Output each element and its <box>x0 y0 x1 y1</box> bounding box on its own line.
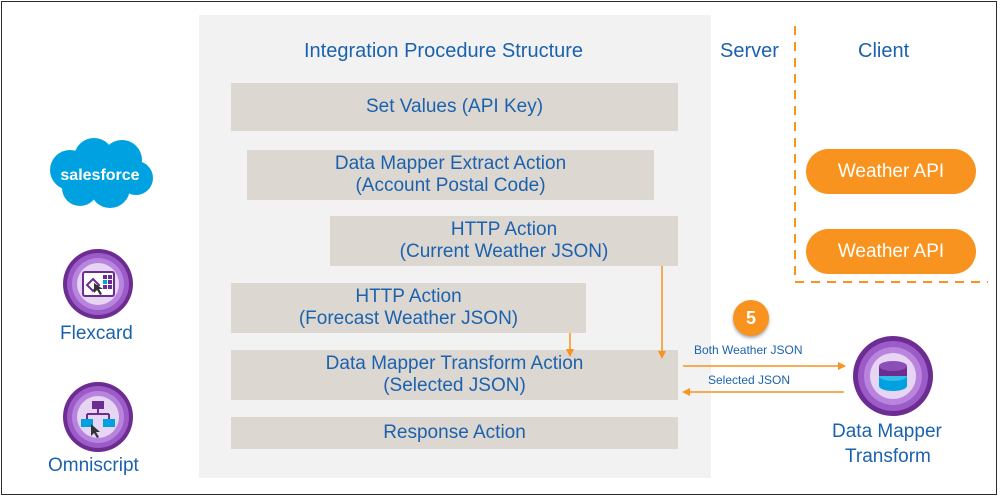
data-mapper-transform-line2: Transform <box>845 446 931 467</box>
step-data-mapper-transform-line2: (Selected JSON) <box>383 375 526 396</box>
step-data-mapper-transform-line1: Data Mapper Transform Action <box>325 353 584 374</box>
both-weather-json-label: Both Weather JSON <box>694 343 803 357</box>
step-response-line1: Response Action <box>383 422 526 443</box>
step-number-badge: 5 <box>733 300 769 336</box>
step-http-current-line1: HTTP Action <box>450 219 558 240</box>
weather-api-pill-1: Weather API <box>806 149 976 194</box>
panel-title: Integration Procedure Structure <box>304 40 584 62</box>
step-data-mapper-extract: Data Mapper Extract Action (Account Post… <box>247 150 654 200</box>
client-label: Client <box>858 40 910 62</box>
step-data-mapper-extract-line1: Data Mapper Extract Action <box>334 153 567 174</box>
step-data-mapper-extract-line2: (Account Postal Code) <box>355 175 546 196</box>
client-boundary-dashed <box>794 26 988 283</box>
step-http-forecast-line1: HTTP Action <box>355 286 462 307</box>
salesforce-wordmark: salesforce <box>60 167 139 184</box>
step-set-values-line1: Set Values (API Key) <box>365 96 544 117</box>
salesforce-logo: salesforce <box>50 138 153 208</box>
weather-api-pill-2: Weather API <box>806 229 976 274</box>
selected-json-label: Selected JSON <box>708 373 791 387</box>
step-http-current-weather: HTTP Action (Current Weather JSON) <box>330 216 678 266</box>
server-label: Server <box>720 40 779 62</box>
data-mapper-transform-icon <box>853 336 933 416</box>
flexcard-label: Flexcard <box>60 323 133 344</box>
omniscript-icon <box>63 382 133 452</box>
omniscript-label: Omniscript <box>48 455 139 476</box>
step-response-action: Response Action <box>231 417 678 449</box>
step-http-forecast-weather: HTTP Action (Forecast Weather JSON) <box>231 283 586 333</box>
step-http-current-line2: (Current Weather JSON) <box>399 241 609 262</box>
step-set-values: Set Values (API Key) <box>231 83 678 131</box>
step-http-forecast-line2: (Forecast Weather JSON) <box>298 308 519 329</box>
flexcard-icon <box>63 249 133 319</box>
data-mapper-transform-line1: Data Mapper <box>832 421 942 442</box>
step-data-mapper-transform: Data Mapper Transform Action (Selected J… <box>231 350 678 400</box>
